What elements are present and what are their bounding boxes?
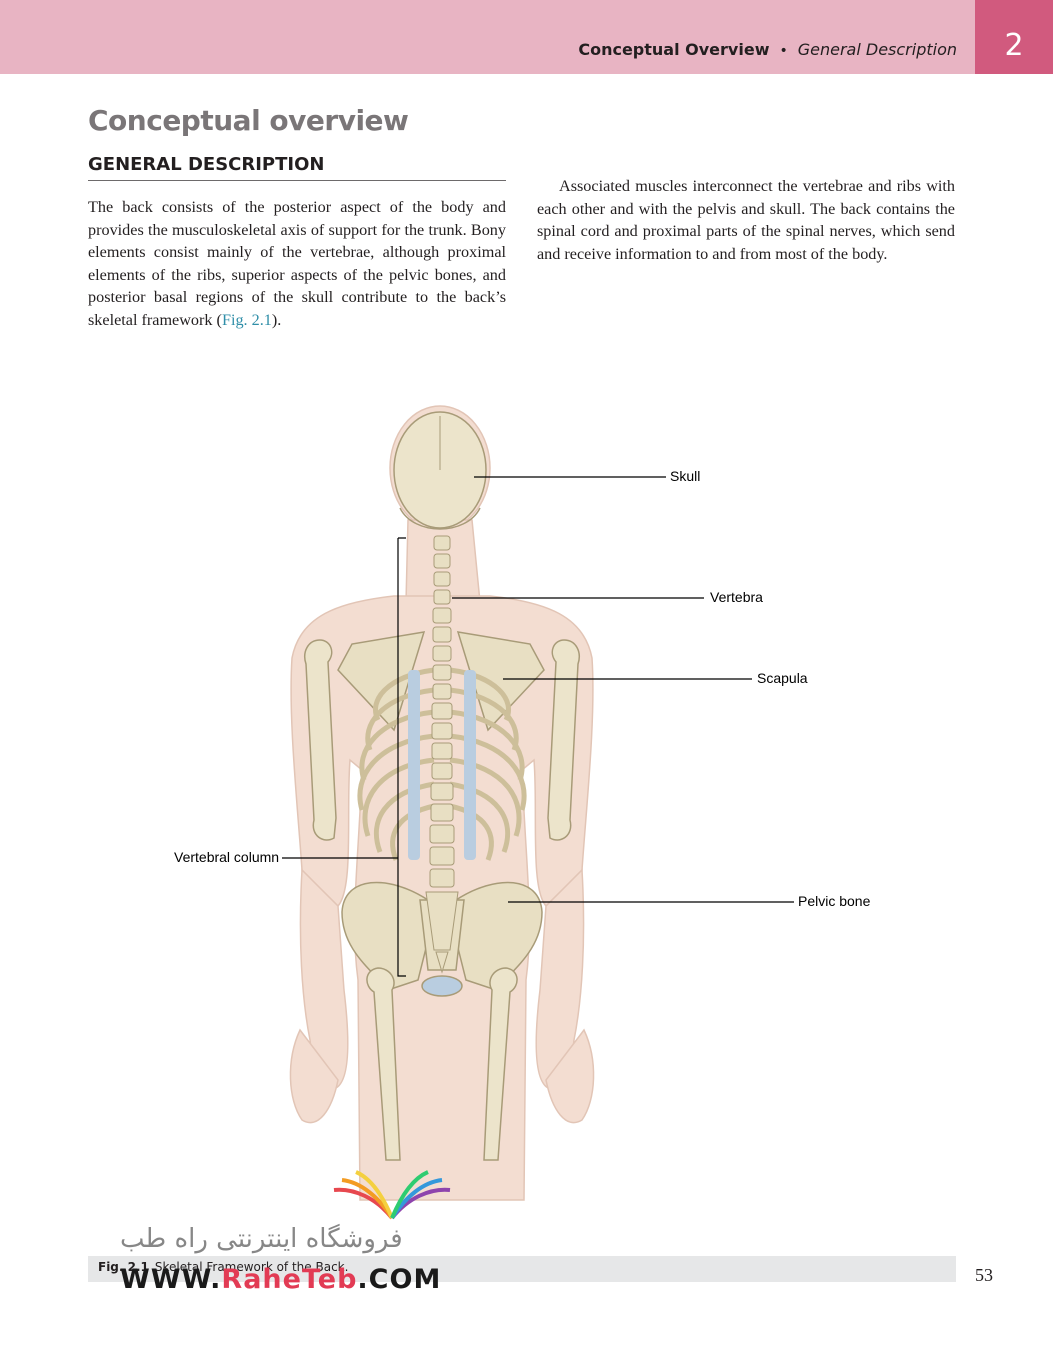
figure-caption-text: Skeletal Framework of the Back. [154, 1260, 349, 1274]
figure-caption: Fig. 2.1 Skeletal Framework of the Back. [88, 1256, 956, 1282]
figure-reference-link[interactable]: Fig. 2.1 [221, 310, 272, 329]
page-number: 53 [975, 1265, 993, 1285]
vertebral-column-bracket [397, 537, 406, 977]
figure-skeletal-framework: Skull Vertebra Scapula Vertebral column … [88, 340, 956, 1252]
callout-lines [282, 476, 794, 903]
watermark-url: WWW.RaheTeb.COM [120, 1264, 441, 1295]
watermark-url-accent: RaheTeb [221, 1264, 358, 1295]
book-logo-icon [333, 1170, 451, 1220]
running-head-section: Conceptual Overview [578, 40, 770, 59]
vertebral-column [425, 535, 459, 974]
figure-caption-label: Fig. 2.1 [98, 1260, 149, 1274]
watermark-url-suffix: .COM [357, 1264, 442, 1295]
chapter-number-tab: 2 [975, 0, 1053, 74]
running-head-subsection: General Description [797, 40, 957, 59]
watermark-url-prefix: WWW. [120, 1264, 222, 1295]
femurs [366, 967, 518, 1161]
watermark-persian-text: فروشگاه اینترنتی راه طب [120, 1224, 403, 1254]
label-scapula: Scapula [757, 670, 808, 686]
skeleton-illustration [282, 405, 794, 1201]
label-skull: Skull [670, 468, 701, 484]
label-pelvic-bone: Pelvic bone [798, 893, 871, 909]
page-title: Conceptual overview [88, 104, 409, 137]
humeri [304, 639, 580, 841]
running-head: Conceptual Overview • General Description [578, 40, 957, 59]
running-head-bullet: • [779, 43, 788, 59]
skull [393, 411, 487, 530]
watermark: فروشگاه اینترنتی راه طب WWW.RaheTeb.COM [110, 1168, 470, 1298]
section-heading: GENERAL DESCRIPTION [88, 154, 506, 181]
header-band [0, 0, 975, 74]
body-paragraph-right: Associated muscles interconnect the vert… [537, 177, 955, 263]
label-vertebral-column: Vertebral column [174, 849, 280, 865]
body-paragraph-left: The back consists of the posterior aspec… [88, 196, 506, 332]
label-vertebra: Vertebra [710, 589, 763, 605]
paragraph-left-end: ). [271, 310, 282, 329]
paragraph-left-text: The back consists of the posterior aspec… [88, 198, 506, 329]
costal-cartilage [408, 670, 476, 860]
